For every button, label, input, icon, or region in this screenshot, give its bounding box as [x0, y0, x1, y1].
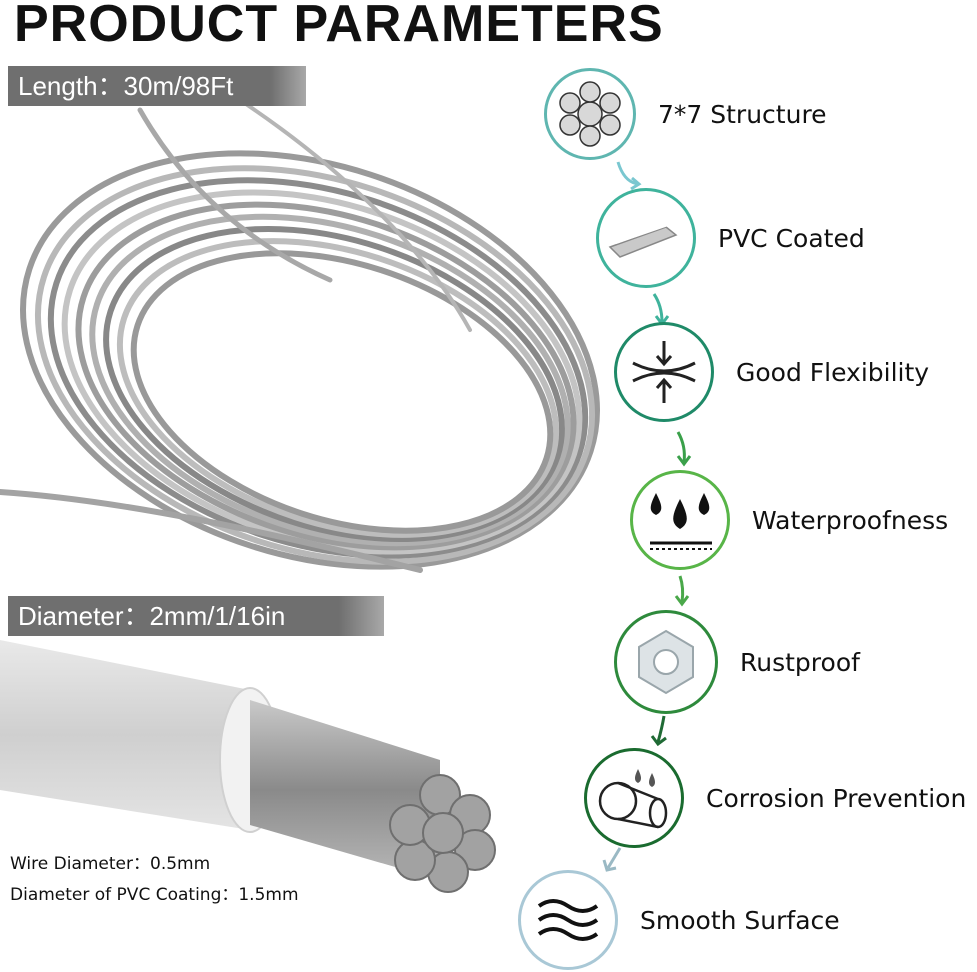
feature-corrosion-circle	[584, 748, 684, 848]
arrow-down-icon	[674, 575, 690, 607]
flex-arrows-icon	[632, 341, 696, 403]
diameter-tag: Diameter：2mm/1/16in	[8, 596, 384, 636]
length-tag: Length：30m/98Ft	[8, 66, 306, 106]
feature-pvc-circle	[596, 188, 696, 288]
page-title: PRODUCT PARAMETERS	[14, 0, 664, 53]
feature-structure: 7*7 Structure	[544, 68, 827, 160]
feature-pvc: PVC Coated	[596, 188, 865, 288]
feature-flexibility-label: Good Flexibility	[736, 357, 930, 387]
feature-corrosion: Corrosion Prevention	[584, 748, 966, 848]
feature-pvc-label: PVC Coated	[718, 223, 865, 253]
feature-structure-circle	[544, 68, 636, 160]
cable-coil-image	[0, 100, 600, 573]
feature-rustproof-label: Rustproof	[740, 647, 860, 677]
feature-waterproof: Waterproofness	[630, 470, 948, 570]
feature-waterproof-label: Waterproofness	[752, 505, 949, 535]
arrow-down-icon	[650, 715, 667, 747]
feature-rustproof: Rustproof	[614, 610, 860, 714]
hex-nut-icon	[638, 629, 694, 695]
arrow-down-icon	[676, 431, 692, 467]
feature-flexibility: Good Flexibility	[614, 322, 929, 422]
feature-structure-label: 7*7 Structure	[658, 99, 827, 129]
wave-lines-icon	[537, 899, 599, 941]
pipe-flange-icon	[598, 769, 668, 829]
feature-smooth: Smooth Surface	[518, 870, 840, 970]
feature-flexibility-circle	[614, 322, 714, 422]
coated-cable-icon	[608, 224, 678, 258]
feature-smooth-circle	[518, 870, 618, 970]
feature-rustproof-circle	[614, 610, 718, 714]
arrow-down-icon	[616, 161, 642, 191]
coating-diameter-spec: Diameter of PVC Coating：1.5mm	[10, 885, 299, 905]
feature-waterproof-circle	[630, 470, 730, 570]
cable-closeup-image	[0, 640, 496, 893]
wire-strand-cross-section-icon	[559, 81, 621, 147]
feature-corrosion-label: Corrosion Prevention	[706, 783, 967, 813]
wire-diameter-spec: Wire Diameter：0.5mm	[10, 854, 211, 874]
feature-smooth-label: Smooth Surface	[640, 905, 840, 935]
water-drops-icon	[650, 493, 712, 550]
arrow-down-icon	[602, 847, 622, 872]
